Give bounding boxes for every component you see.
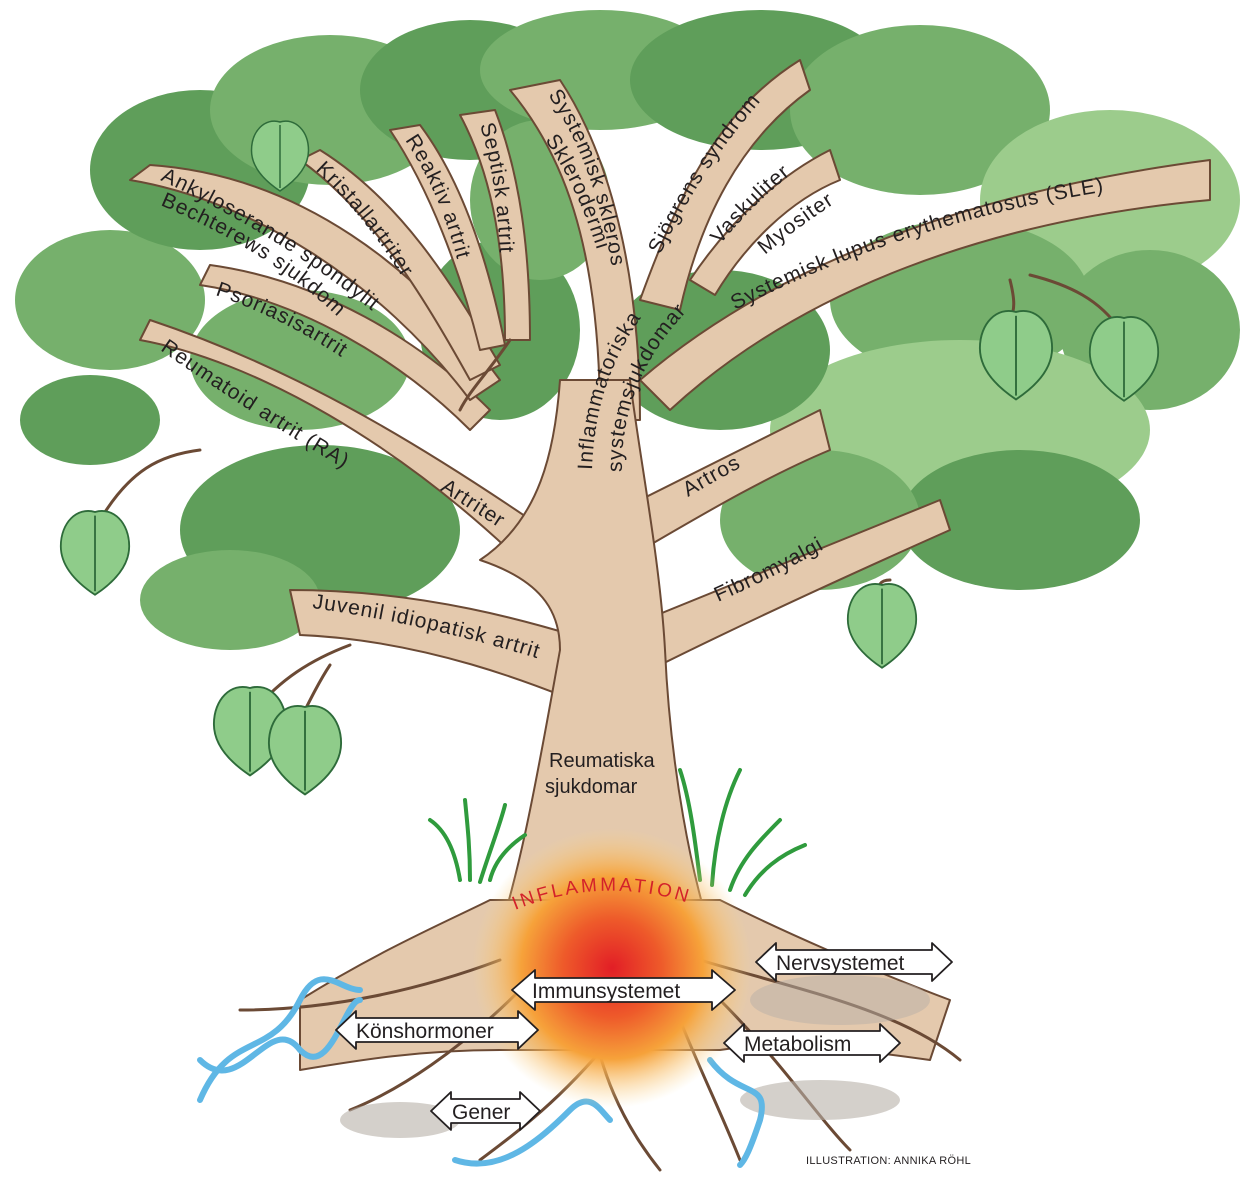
soil-patch	[750, 975, 930, 1025]
trunk-label-line2: sjukdomar	[545, 776, 638, 798]
label-immunsystemet: Immunsystemet	[532, 980, 680, 1003]
grass-blade	[430, 820, 460, 880]
illustration-credit: ILLUSTRATION: ANNIKA RÖHL	[806, 1155, 971, 1167]
leaf-icon	[848, 584, 916, 668]
inflammation-glow	[472, 828, 752, 1108]
grass-blade	[745, 845, 805, 895]
foliage-blob	[20, 375, 160, 465]
label-nervsystemet: Nervsystemet	[776, 952, 905, 975]
grass-blade	[712, 770, 740, 885]
label-konshormoner: Könshormoner	[356, 1020, 494, 1043]
grass-blade	[465, 800, 470, 880]
leaf-icon	[269, 706, 341, 795]
trunk-label-line1: Reumatiska	[549, 750, 655, 772]
label-metabolism: Metabolism	[744, 1033, 851, 1056]
leaf-icon	[61, 511, 129, 595]
label-gener: Gener	[452, 1101, 510, 1124]
